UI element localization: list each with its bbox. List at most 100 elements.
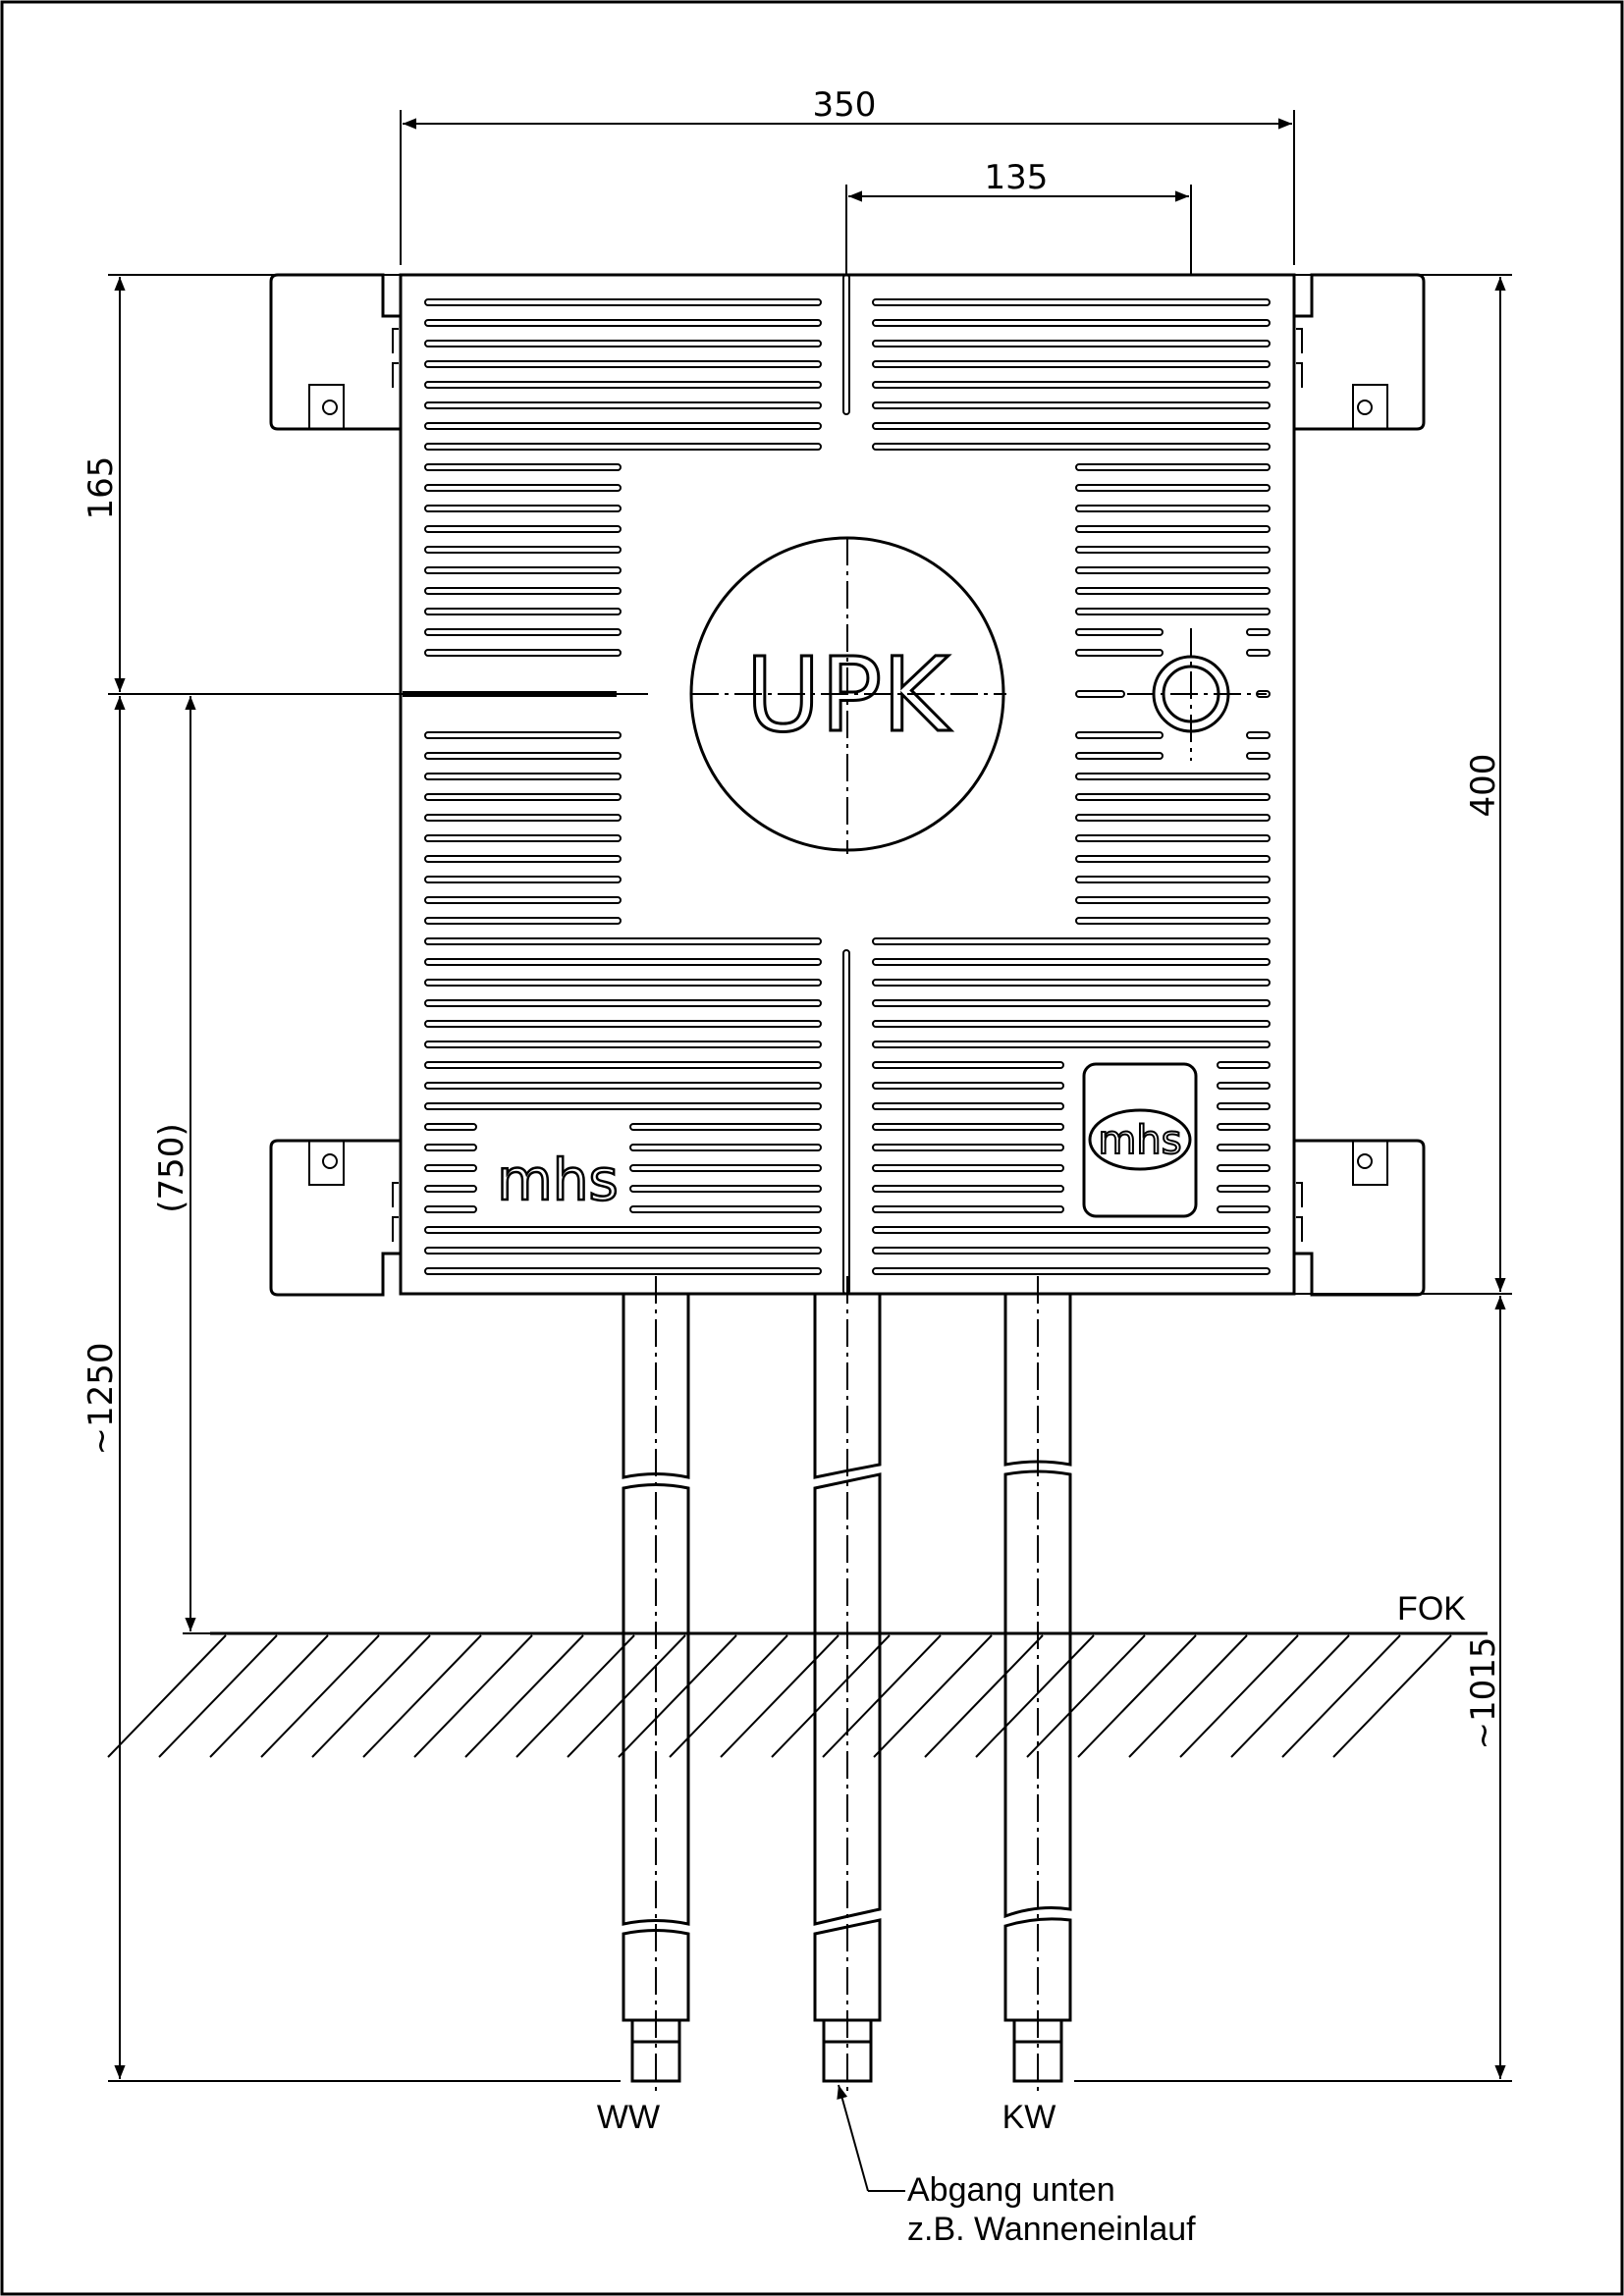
pipes	[622, 1276, 1072, 2091]
vent-slot	[1217, 1185, 1271, 1193]
floor-line: FOK	[107, 1590, 1488, 1758]
vent-slot	[872, 979, 1271, 987]
vent-slot	[1246, 752, 1271, 760]
vent-slot	[424, 896, 622, 904]
vent-slot	[872, 1185, 1064, 1193]
mounting-brackets	[269, 273, 1426, 1297]
vent-slot	[424, 917, 622, 925]
vent-slot	[1075, 628, 1164, 636]
bracket-bottom-right	[1294, 1139, 1426, 1297]
vent-slot	[872, 1247, 1271, 1255]
hatch-line	[1179, 1634, 1299, 1758]
vent-slot	[1246, 628, 1271, 636]
dimension-width-total: 350	[400, 85, 1295, 265]
hatch-line	[209, 1634, 329, 1758]
vent-slot	[1075, 649, 1164, 657]
dimension-height-top-text: 165	[81, 456, 121, 520]
floor-hatching	[107, 1634, 1452, 1758]
vent-slot	[424, 1041, 822, 1048]
dimension-height-total: ~1250	[81, 696, 621, 2082]
dimension-depth-below-floor: ~1015	[1074, 1296, 1512, 2082]
dimension-height-box-text: 400	[1464, 754, 1503, 818]
floor-label: FOK	[1397, 1590, 1466, 1628]
vent-slot	[424, 360, 822, 368]
vent-slot	[424, 1123, 477, 1131]
dimension-width-offset: 135	[845, 158, 1192, 275]
bottom-center-divider	[842, 949, 850, 1295]
vent-slot	[1075, 793, 1271, 801]
vent-slot	[1075, 690, 1125, 698]
vent-slot	[872, 1102, 1064, 1110]
vent-slot	[424, 958, 822, 966]
installation-box: UPK mhs mhs	[399, 273, 1296, 1296]
vent-slot	[424, 1144, 477, 1151]
vent-slot	[872, 999, 1271, 1007]
vent-slot	[424, 505, 622, 512]
vent-slot	[872, 1061, 1064, 1069]
dimension-height-total-text: ~1250	[81, 1342, 121, 1455]
vent-slot	[872, 1144, 1064, 1151]
hatch-line	[1230, 1634, 1350, 1758]
vent-slot	[424, 1185, 477, 1193]
vent-slot	[424, 876, 622, 883]
vent-slot	[424, 463, 622, 471]
dimension-depth-below-floor-text: ~1015	[1464, 1636, 1503, 1749]
pipe-label-kw: KW	[1002, 2099, 1056, 2136]
pipe-label-ww: WW	[597, 2099, 660, 2136]
pipe-middle-outlet	[813, 1276, 882, 2091]
vent-slot	[1075, 546, 1271, 554]
vent-slot	[1075, 896, 1271, 904]
vent-slot	[424, 731, 622, 739]
vent-slot	[424, 793, 622, 801]
vent-slot	[424, 855, 622, 863]
vent-slot	[872, 443, 1271, 451]
hatch-line	[107, 1634, 227, 1758]
vent-slot	[424, 834, 622, 842]
dimension-width-offset-text: 135	[985, 158, 1049, 197]
vent-slot	[424, 484, 622, 492]
top-center-divider	[842, 274, 850, 415]
vent-slot	[1217, 1082, 1271, 1090]
vent-slot	[872, 422, 1271, 430]
vent-slot	[424, 1020, 822, 1028]
vent-slot	[424, 525, 622, 533]
vent-slot	[424, 608, 622, 615]
vent-slot	[1075, 814, 1271, 822]
hatch-line	[720, 1634, 839, 1758]
vent-slot	[424, 814, 622, 822]
hatch-line	[362, 1634, 482, 1758]
bracket-top-right	[1294, 273, 1426, 431]
vent-slot	[872, 401, 1271, 409]
bracket-top-left	[269, 273, 401, 431]
vent-slot	[872, 381, 1271, 389]
hatch-line	[260, 1634, 380, 1758]
vent-slot	[424, 1061, 822, 1069]
hatch-line	[1332, 1634, 1452, 1758]
hatch-line	[1026, 1634, 1146, 1758]
vent-slot	[1075, 463, 1271, 471]
vent-slot	[872, 1020, 1271, 1028]
vent-slot	[1217, 1164, 1271, 1172]
mhs-logo-left: mhs	[497, 1147, 618, 1213]
vent-slot	[1075, 876, 1271, 883]
hatch-line	[771, 1634, 891, 1758]
mhs-logo-badge: mhs	[1082, 1062, 1198, 1218]
vent-slot	[424, 937, 822, 945]
vent-slot	[424, 628, 622, 636]
pipe-left-ww	[622, 1276, 690, 2091]
ventilation-slots	[424, 298, 1271, 1275]
vent-slot	[424, 298, 822, 306]
vent-slot	[424, 546, 622, 554]
hatch-line	[464, 1634, 584, 1758]
vent-slot	[872, 319, 1271, 327]
vent-slot	[872, 1082, 1064, 1090]
mhs-logo-right: mhs	[1098, 1118, 1181, 1163]
hatch-line	[311, 1634, 431, 1758]
hatch-line	[515, 1634, 635, 1758]
vent-slot	[872, 298, 1271, 306]
hatch-line	[158, 1634, 278, 1758]
hatch-line	[975, 1634, 1095, 1758]
vent-slot	[424, 319, 822, 327]
vent-slot	[1075, 855, 1271, 863]
